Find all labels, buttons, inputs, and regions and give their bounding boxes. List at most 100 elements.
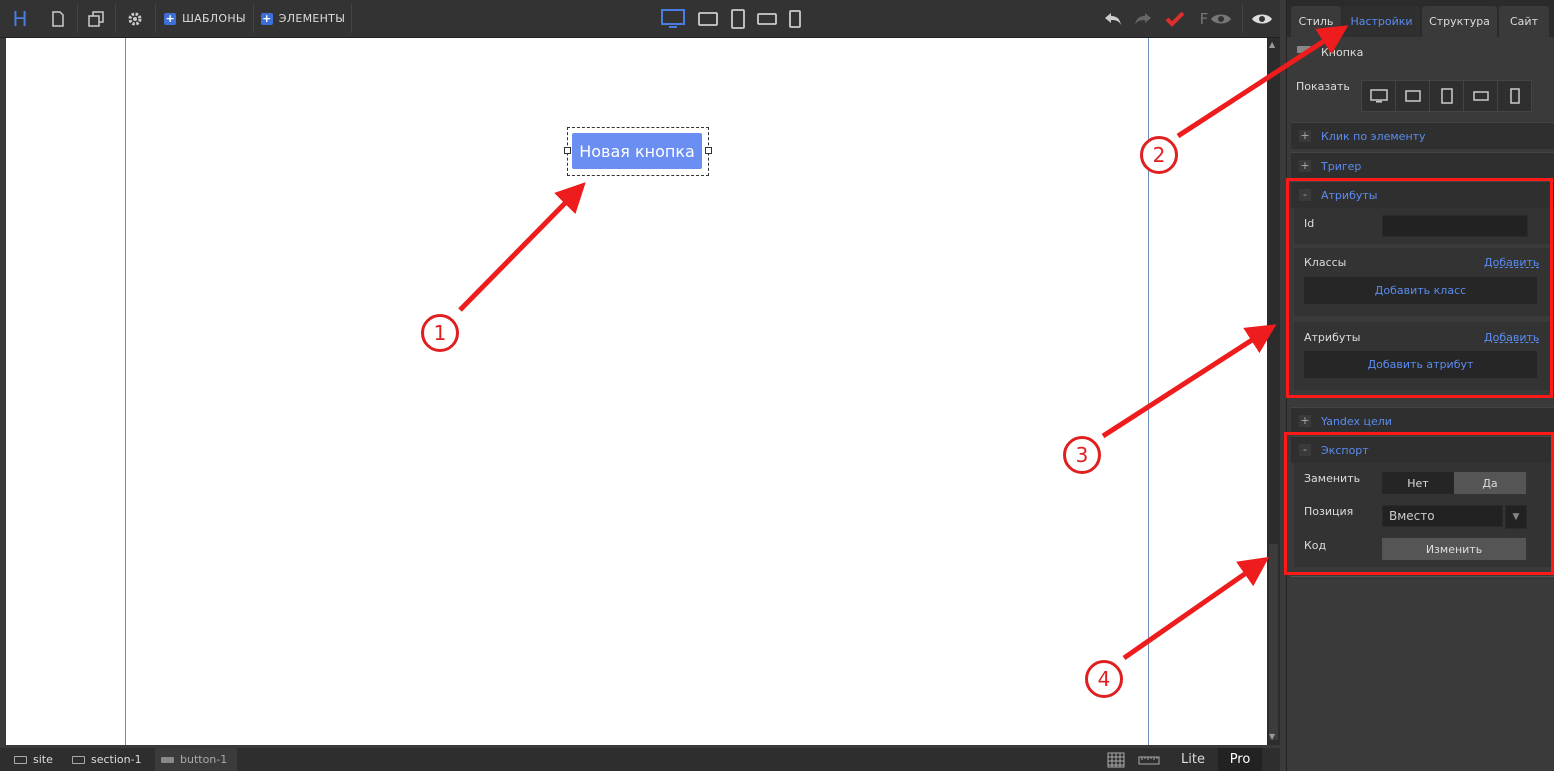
breadcrumb-site[interactable]: site <box>8 748 59 771</box>
selection-frame[interactable] <box>564 127 712 176</box>
element-title: Кнопка <box>1321 46 1364 59</box>
gear-icon[interactable] <box>116 0 154 37</box>
expand-plus-icon: + <box>1299 414 1311 427</box>
section-attributes[interactable]: - Атрибуты <box>1291 181 1554 208</box>
tab-label: Структура <box>1429 15 1490 28</box>
position-label: Позиция <box>1304 505 1354 518</box>
undo-icon[interactable] <box>1100 0 1126 37</box>
annotation-badge-2: 2 <box>1140 136 1178 174</box>
resize-handle-right[interactable] <box>705 147 712 154</box>
add-class-link[interactable]: Добавить <box>1484 256 1540 269</box>
grid-icon[interactable] <box>1104 748 1128 771</box>
highlight-export-frame <box>1284 432 1554 575</box>
eye-icon <box>1211 14 1232 23</box>
templates-button[interactable]: + ШАБЛОНЫ <box>160 0 250 37</box>
classes-label: Классы <box>1304 256 1347 269</box>
section-label: Клик по элементу <box>1321 129 1426 143</box>
plus-icon: + <box>260 11 273 25</box>
canvas-scrollbar[interactable]: ▲ ▼ <box>1267 38 1280 745</box>
toolbar-divider <box>1242 4 1243 33</box>
copy-icon[interactable] <box>78 0 114 37</box>
left-guide-line <box>125 38 126 745</box>
section-label: Атрибуты <box>1321 188 1378 202</box>
ruler-icon[interactable] <box>1136 748 1162 771</box>
section-click-on-element[interactable]: + Клик по элементу <box>1291 122 1554 149</box>
toolbar-divider <box>351 4 352 33</box>
redo-icon[interactable] <box>1130 0 1156 37</box>
scroll-down-icon[interactable]: ▼ <box>1269 732 1276 741</box>
code-label: Код <box>1304 539 1327 552</box>
settings-panel: Стиль Настройки Структура Сайт Кнопка По… <box>1286 0 1554 771</box>
show-phone-landscape-toggle[interactable] <box>1463 80 1498 112</box>
pro-label: Pro <box>1229 752 1251 767</box>
replace-no-option[interactable]: Нет <box>1382 472 1454 494</box>
pro-mode-button[interactable]: Pro <box>1218 748 1262 771</box>
collapse-minus-icon: - <box>1299 444 1311 456</box>
tab-style[interactable]: Стиль <box>1291 6 1341 37</box>
new-button-label: Новая кнопка <box>579 141 695 161</box>
id-input[interactable] <box>1382 215 1528 237</box>
show-phone-portrait-toggle[interactable] <box>1497 80 1532 112</box>
tab-settings[interactable]: Настройки <box>1343 6 1420 37</box>
position-select[interactable]: Вместо <box>1382 505 1503 527</box>
preview-eye-icon[interactable] <box>1248 0 1276 37</box>
new-button-element[interactable]: Новая кнопка <box>572 133 702 169</box>
f-label: F <box>1199 9 1209 28</box>
scroll-up-icon[interactable]: ▲ <box>1269 40 1276 49</box>
position-value: Вместо <box>1389 509 1435 523</box>
change-code-button[interactable]: Изменить <box>1382 538 1526 560</box>
annotation-number: 1 <box>433 321 447 345</box>
toolbar-divider <box>77 4 78 33</box>
dropdown-arrow-icon[interactable]: ▼ <box>1505 505 1527 529</box>
section-yandex-goals[interactable]: + Yandex цели <box>1291 407 1554 434</box>
phone-portrait-icon[interactable] <box>785 0 805 37</box>
new-page-icon[interactable] <box>40 0 76 37</box>
section-export[interactable]: - Экспорт <box>1291 436 1554 463</box>
add-class-label: Добавить класс <box>1374 284 1467 297</box>
lite-mode-button[interactable]: Lite <box>1170 748 1216 771</box>
show-tablet-landscape-toggle[interactable] <box>1395 80 1430 112</box>
id-label: Id <box>1304 217 1315 230</box>
replace-no-label: Нет <box>1407 476 1429 490</box>
f-preview-button[interactable]: F <box>1194 0 1238 37</box>
expand-plus-icon: + <box>1299 129 1311 142</box>
replace-yes-option[interactable]: Да <box>1454 472 1526 494</box>
resize-handle-left[interactable] <box>564 147 571 154</box>
show-tablet-portrait-toggle[interactable] <box>1429 80 1464 112</box>
breadcrumb-section[interactable]: section-1 <box>66 748 148 771</box>
expand-plus-icon: + <box>1299 159 1311 172</box>
annotation-badge-3: 3 <box>1063 436 1101 474</box>
add-attribute-button[interactable]: Добавить атрибут <box>1304 351 1537 378</box>
plus-icon: + <box>164 11 177 25</box>
button-block-icon <box>161 756 174 763</box>
highlight-attributes-frame <box>1286 178 1553 398</box>
desktop-view-icon[interactable] <box>659 0 687 37</box>
checkmark-icon[interactable] <box>1162 0 1188 37</box>
section-trigger[interactable]: + Тригер <box>1291 152 1554 179</box>
phone-landscape-icon[interactable] <box>755 0 779 37</box>
button-element-icon <box>1297 46 1311 53</box>
toolbar-divider <box>253 4 254 33</box>
breadcrumb-button[interactable]: button-1 <box>155 748 238 771</box>
tablet-portrait-icon[interactable] <box>727 0 749 37</box>
section-label: Yandex цели <box>1321 414 1392 428</box>
breadcrumb-label: section-1 <box>91 753 142 766</box>
replace-yes-label: Да <box>1482 476 1498 490</box>
panel-divider <box>1291 576 1554 577</box>
elements-button[interactable]: + ЭЛЕМЕНТЫ <box>258 0 348 37</box>
add-class-button[interactable]: Добавить класс <box>1304 277 1537 304</box>
bottom-bar: site section-1 button-1 Lite Pro <box>0 748 1280 771</box>
logo[interactable]: H <box>0 0 40 37</box>
elements-label: ЭЛЕМЕНТЫ <box>278 12 346 25</box>
tab-structure[interactable]: Структура <box>1422 6 1497 37</box>
show-desktop-toggle[interactable] <box>1361 80 1396 112</box>
change-code-label: Изменить <box>1425 542 1483 556</box>
annotation-number: 3 <box>1075 443 1089 467</box>
tablet-landscape-icon[interactable] <box>695 0 721 37</box>
tab-site[interactable]: Сайт <box>1499 6 1549 37</box>
add-attribute-link[interactable]: Добавить <box>1484 331 1540 344</box>
tab-label: Стиль <box>1298 15 1334 28</box>
toolbar-divider <box>115 4 116 33</box>
scroll-thumb[interactable] <box>1269 544 1278 740</box>
editor-canvas[interactable]: Новая кнопка <box>6 38 1267 745</box>
